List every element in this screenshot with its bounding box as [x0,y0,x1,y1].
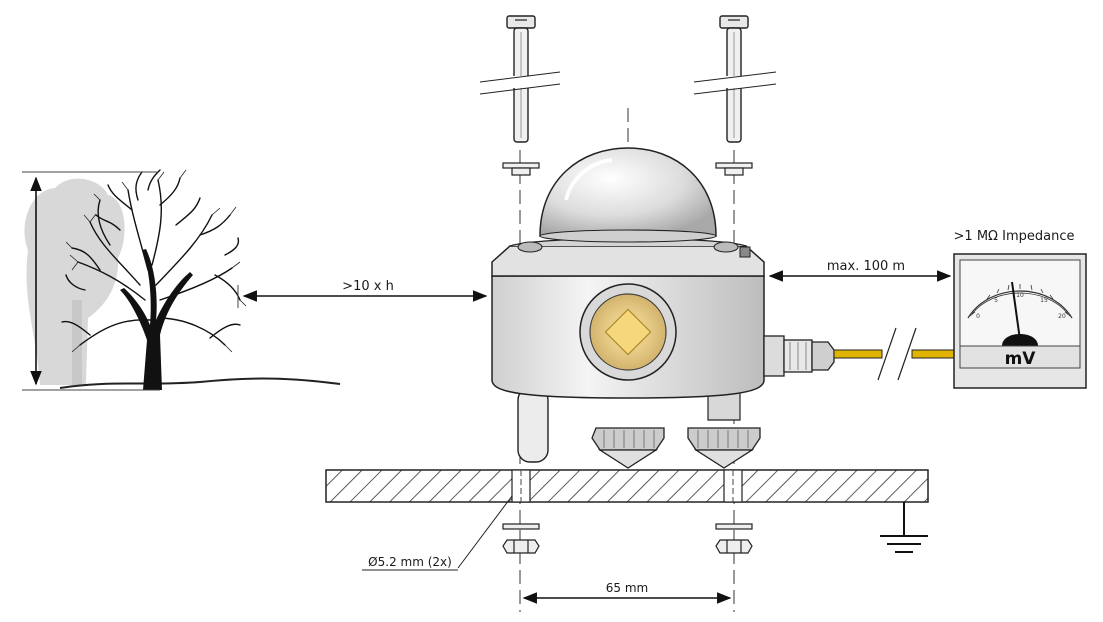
meter-scale-ticks [969,284,1071,317]
millivolt-meter: >1 MΩ Impedance 0 5 10 15 20 mV [953,229,1087,389]
washer-icon [502,162,753,176]
meter-tick-20: 20 [1058,313,1066,320]
cable-length-label: max. 100 m [827,259,905,274]
nut-icon [502,523,753,554]
distance-ratio-label: >10 x h [342,279,394,294]
meter-unit-label: mV [1005,349,1037,369]
meter-tick-0: 0 [976,313,980,320]
meter-tick-5: 5 [994,297,998,304]
meter-tick-10: 10 [1016,292,1024,299]
cable-length-dimension: max. 100 m [768,259,952,282]
distance-dimension: >10 x h [237,279,488,308]
hole-diameter-label: Ø5.2 mm (2x) [368,555,452,569]
hole-spacing-dimension: 65 mm [522,581,732,604]
tree-height-dimension [22,171,160,391]
pyranometer-sensor [491,147,835,469]
mounting-plate [325,469,929,503]
ground-symbol-icon [880,502,928,553]
bolt-icon [478,15,778,143]
hole-diameter-callout: Ø5.2 mm (2x) [362,495,513,571]
tree-icon [24,169,341,390]
signal-cable [833,327,955,381]
meter-tick-15: 15 [1040,297,1048,304]
hole-spacing-label: 65 mm [606,581,648,595]
meter-needle [1011,281,1021,341]
impedance-label: >1 MΩ Impedance [954,229,1075,244]
